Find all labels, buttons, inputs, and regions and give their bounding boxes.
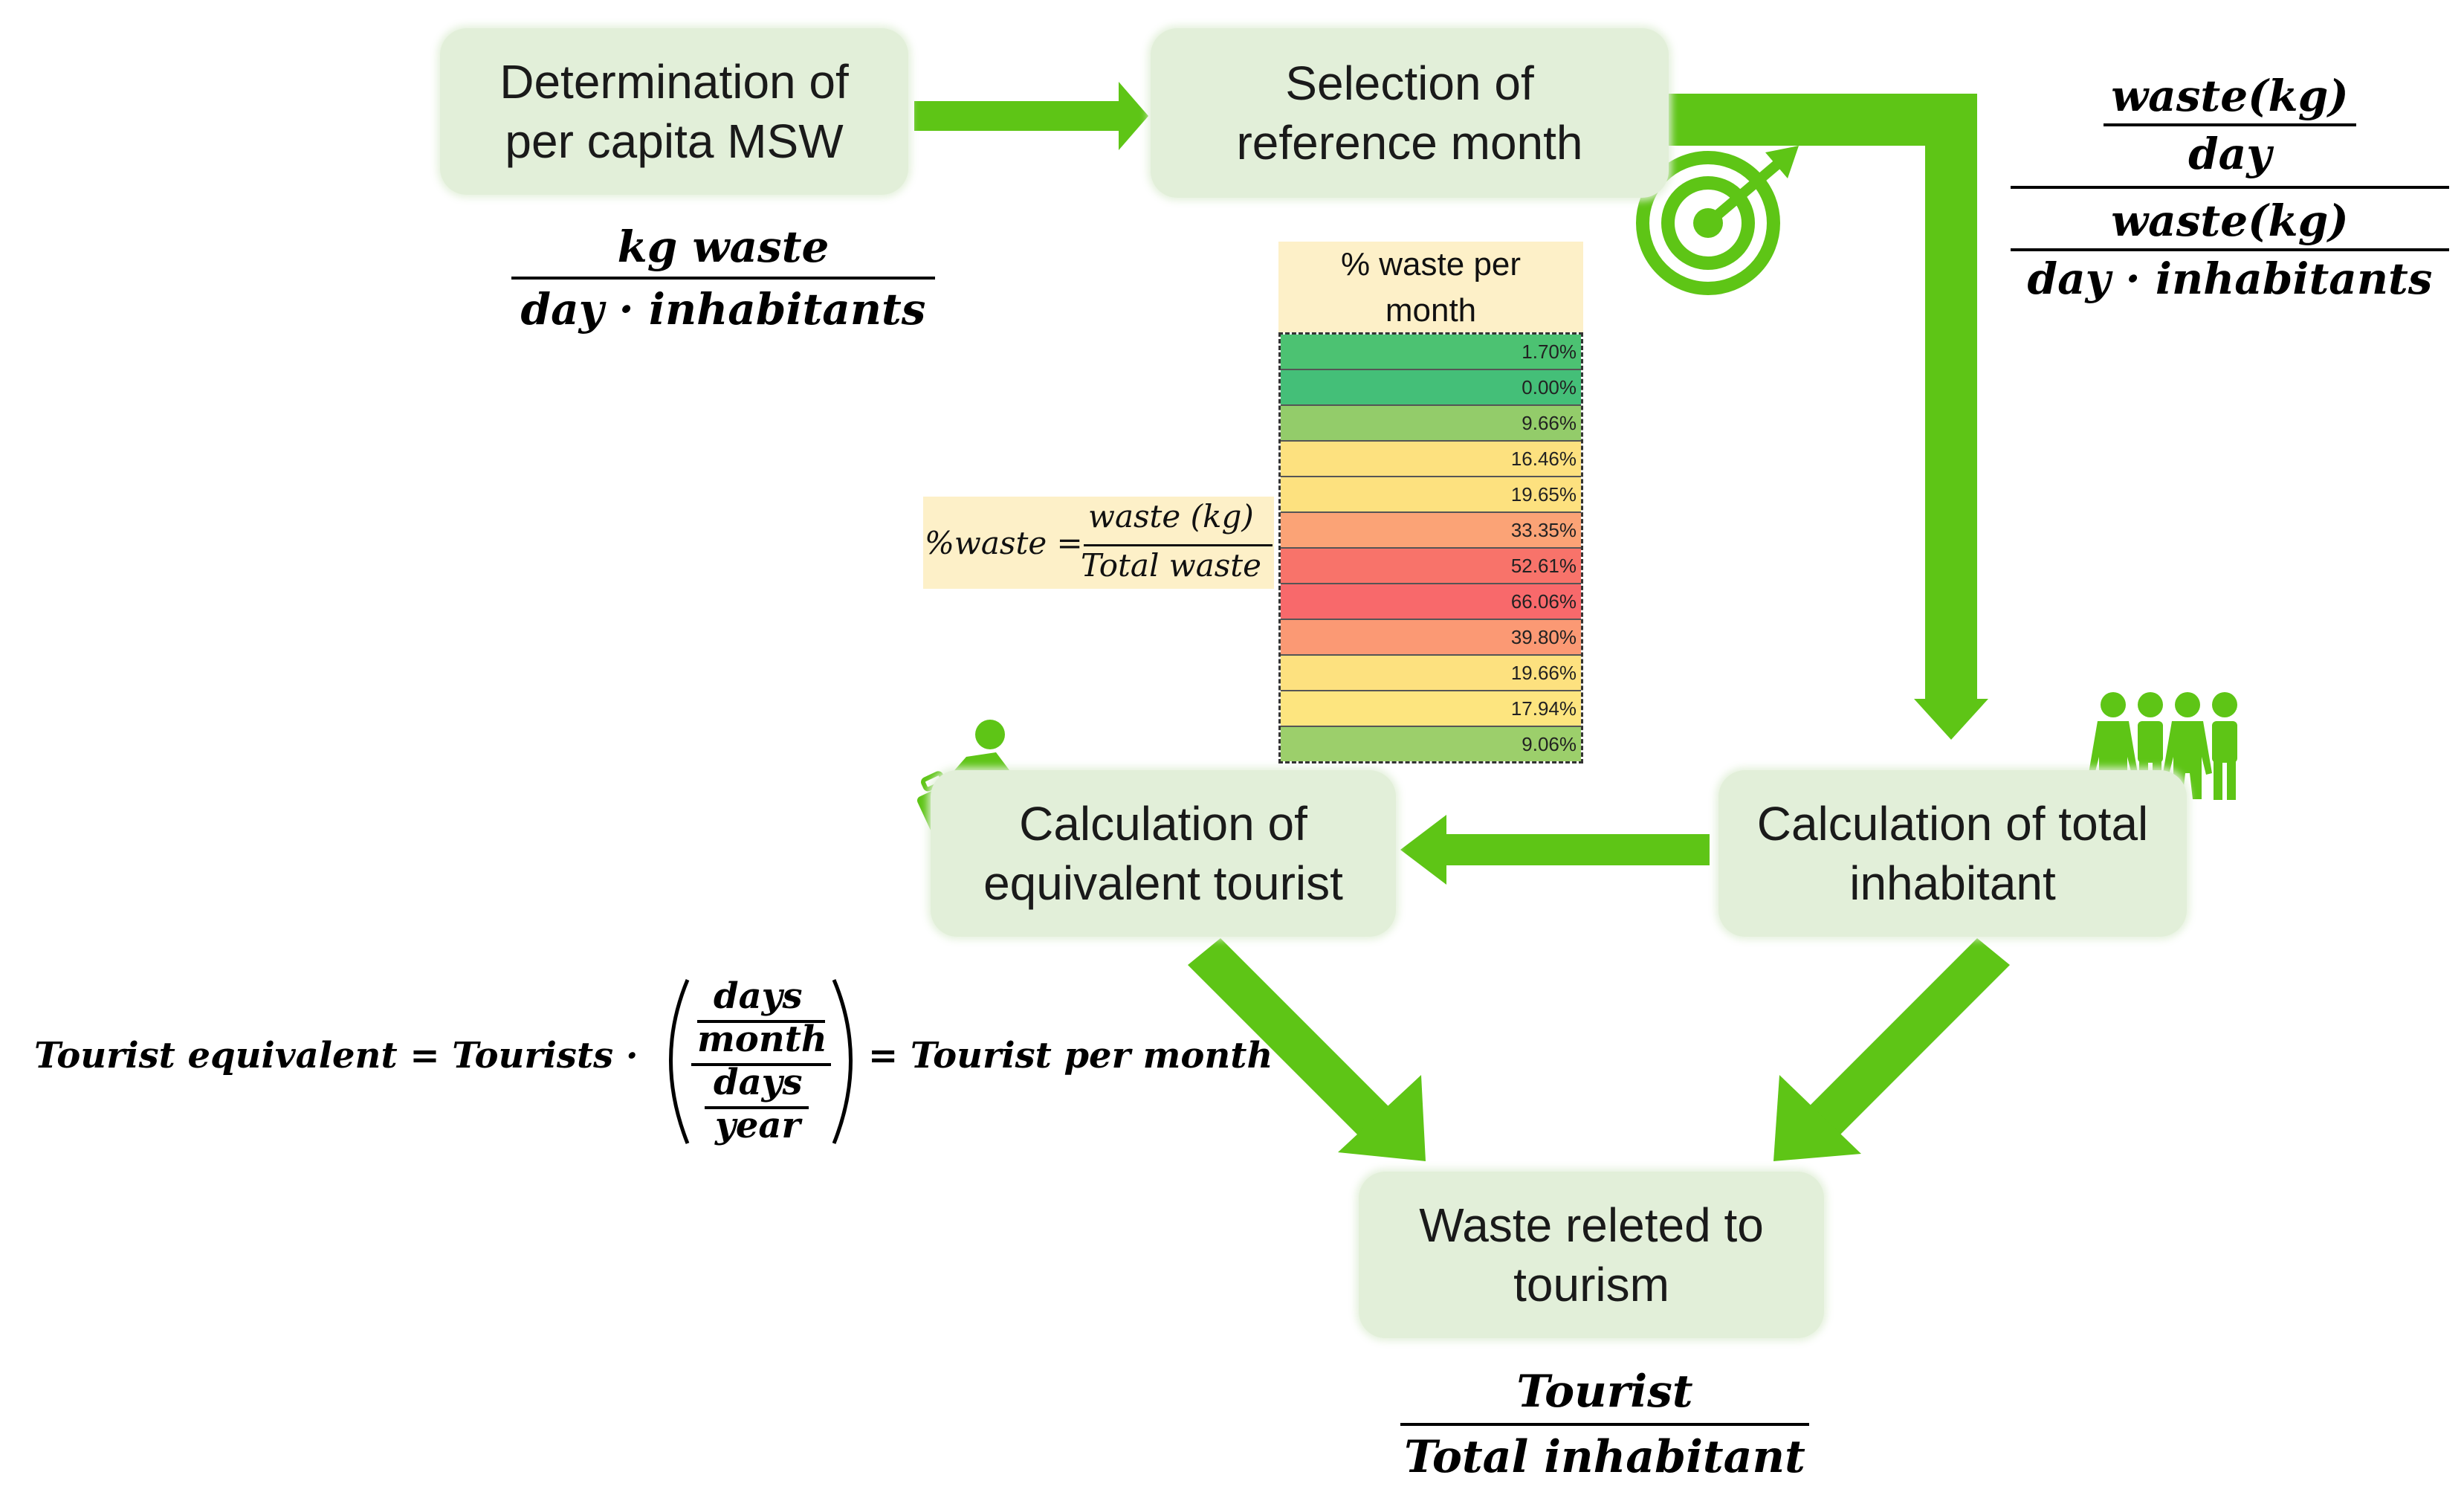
fraction-bar — [2011, 248, 2449, 251]
table-row: 9.06% — [1281, 727, 1581, 761]
percent-table: 1.70%0.00%9.66%16.46%19.65%33.35%52.61%6… — [1278, 332, 1583, 763]
box-selection: Selection of reference month — [1151, 28, 1669, 198]
table-header-label: % waste per month — [1340, 246, 1522, 329]
formula-percent-waste-denominator: Total waste — [1081, 547, 1262, 584]
formula-percent-waste: %waste = waste (kg) Total waste — [923, 497, 1274, 589]
table-row: 19.66% — [1281, 656, 1581, 691]
box-equivalent-tourist: Calculation of equivalent tourist — [931, 770, 1396, 937]
box-waste-tourism-label: Waste releted to tourism — [1419, 1198, 1764, 1311]
table-row: 0.00% — [1281, 370, 1581, 406]
formula-per-capita-numerator: kg waste — [617, 222, 830, 272]
table-row: 16.46% — [1281, 442, 1581, 477]
formula-tourism-numerator: Tourist — [1516, 1366, 1693, 1418]
fraction-main-bar — [691, 1063, 831, 1066]
fraction-bar — [697, 1020, 825, 1023]
table-row: 52.61% — [1281, 549, 1581, 584]
box-total-inhabitant-label: Calculation of total inhabitant — [1756, 797, 2149, 910]
formula-percent-waste-lhs: %waste = — [925, 525, 1083, 561]
table-row: 17.94% — [1281, 691, 1581, 727]
arrow-total-to-equivalent — [1400, 815, 1710, 885]
box-determination: Determination of per capita MSW — [440, 28, 908, 195]
box-total-inhabitant: Calculation of total inhabitant — [1718, 770, 2187, 937]
formula-tourist-rhs: = Tourist per month — [868, 1035, 1273, 1076]
formula-tourist-inner-den-num: days — [714, 1062, 803, 1103]
table-row: 39.80% — [1281, 620, 1581, 656]
box-selection-label: Selection of reference month — [1236, 57, 1583, 170]
formula-per-capita-denominator: day · inhabitants — [520, 284, 926, 335]
formula-reference: waste(kg) day waste(kg) day · inhabitant… — [2011, 68, 2449, 306]
fraction-bar — [1084, 544, 1273, 546]
table-header: % waste per month — [1278, 242, 1583, 332]
target-icon — [1636, 146, 1799, 295]
arrow-selection-to-total-inhabitant — [1669, 94, 1988, 740]
formula-tourist-inner-num-num: days — [714, 975, 803, 1017]
fraction-bar — [511, 277, 935, 280]
formula-reference-top-denominator: day — [2188, 129, 2271, 179]
formula-per-capita: kg waste day · inhabitants — [511, 217, 935, 339]
box-equivalent-tourist-label: Calculation of equivalent tourist — [983, 797, 1343, 910]
arrow-determination-to-selection — [914, 82, 1148, 150]
table-row: 33.35% — [1281, 513, 1581, 549]
box-waste-tourism: Waste releted to tourism — [1359, 1172, 1824, 1338]
formula-reference-bottom-denominator: day · inhabitants — [2027, 254, 2433, 304]
box-determination-label: Determination of per capita MSW — [499, 55, 849, 168]
formula-tourist-lhs: Tourist equivalent = Tourists · — [34, 1035, 638, 1076]
fraction-bar — [705, 1106, 809, 1109]
fraction-bar — [2104, 123, 2356, 126]
fraction-main-bar — [2011, 186, 2449, 189]
formula-tourist-inner-den-den: year — [715, 1105, 801, 1146]
table-row: 19.65% — [1281, 477, 1581, 513]
table-row: 66.06% — [1281, 584, 1581, 620]
fraction-bar — [1400, 1423, 1809, 1426]
tourist-formula-parens — [669, 979, 853, 1144]
arrow-total-to-waste — [1773, 938, 2010, 1161]
formula-tourism: Tourist Total inhabitant — [1400, 1360, 1809, 1488]
formula-percent-waste-numerator: waste (kg) — [1088, 498, 1254, 535]
formula-reference-top-numerator: waste(kg) — [2111, 71, 2349, 121]
formula-reference-bottom-numerator: waste(kg) — [2111, 196, 2349, 246]
formula-tourist-inner-num-den: month — [697, 1018, 827, 1060]
formula-tourism-denominator: Total inhabitant — [1404, 1431, 1805, 1483]
table-row: 1.70% — [1281, 335, 1581, 370]
arrow-equivalent-to-waste — [1188, 938, 1426, 1161]
table-row: 9.66% — [1281, 406, 1581, 442]
